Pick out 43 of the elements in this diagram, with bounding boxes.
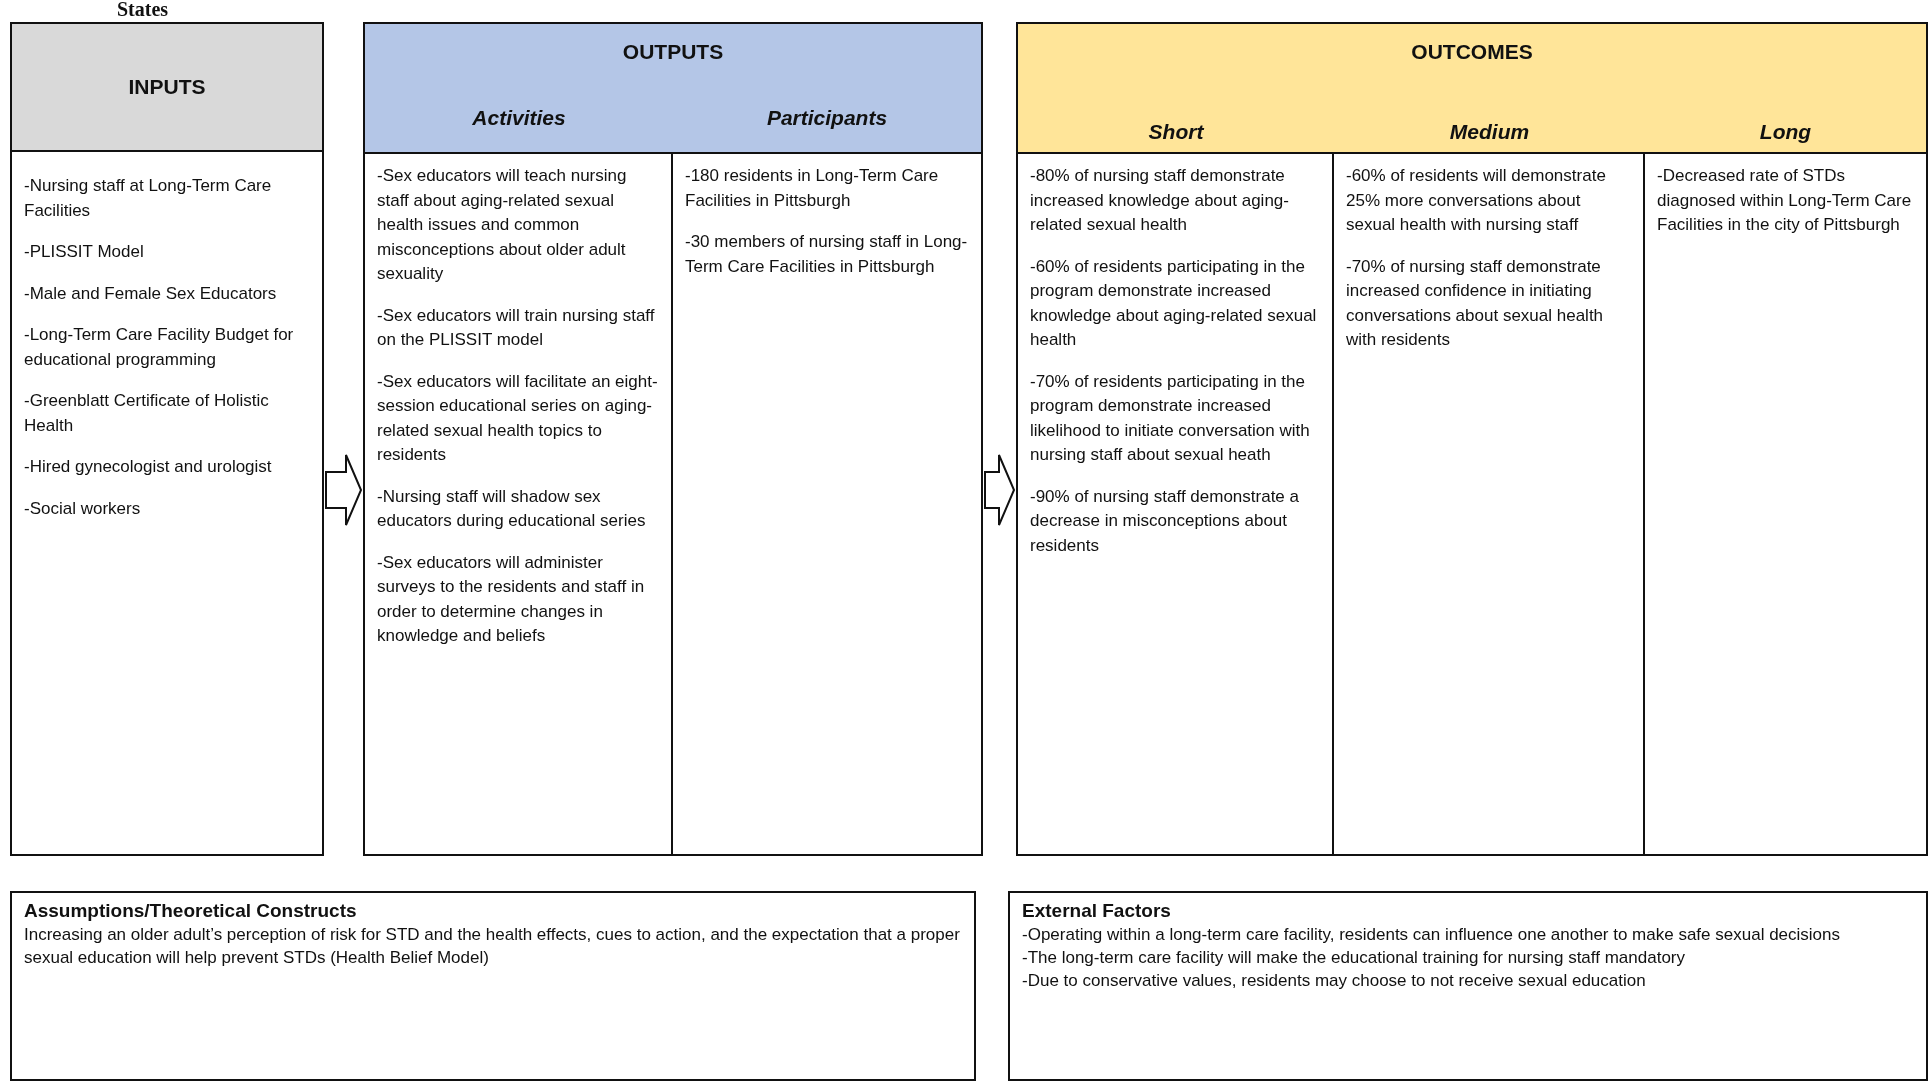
list-item: -80% of nursing staff demonstrate increased knowledge about aging-related sexual health bbox=[1030, 165, 1290, 236]
list-item: -Decreased rate of STDs diagnosed within Long-Term Care Facilities in the city of Pittsburgh bbox=[1657, 165, 1913, 236]
column-subheading: Long bbox=[1758, 119, 1813, 145]
column-heading: OUTCOMES bbox=[1410, 39, 1534, 65]
text-panel bbox=[10, 891, 976, 1081]
list-item: -Male and Female Sex Educators bbox=[24, 282, 278, 305]
paragraph: Increasing an older adult’s perception of risk for STD and the health effects, cues to action, and the expectation that a proper sexual education will help prevent STDs (Health Belief Model) bbox=[24, 924, 961, 969]
column-subheading: Short bbox=[1147, 119, 1205, 145]
panel-heading: External Factors bbox=[1022, 899, 1172, 923]
column-group-panel bbox=[363, 22, 983, 856]
paragraph: -Operating within a long-term care facility, residents can influence one another to make safe sexual decisions bbox=[1022, 924, 1841, 946]
list-item: -Sex educators will administer surveys to the residents and staff in order to determine changes in knowledge and beliefs bbox=[377, 551, 646, 647]
list-item: -60% of residents participating in the program demonstrate increased knowledge about aging-related sexual health bbox=[1030, 255, 1318, 351]
list-item: -Sex educators will facilitate an eight-session educational series on aging-related sexual health topics to residents bbox=[377, 370, 659, 466]
list-item: -70% of residents participating in the program demonstrate increased likelihood to initiate conversation with nursing staff about sexual heath bbox=[1030, 370, 1311, 466]
paragraph: -The long-term care facility will make the educational training for nursing staff mandatory bbox=[1022, 947, 1686, 969]
heading-fragment: States bbox=[117, 0, 169, 20]
column-subheading: Participants bbox=[765, 105, 889, 131]
list-item: -Nursing staff at Long-Term Care Facilities bbox=[24, 175, 273, 222]
list-item: -90% of nursing staff demonstrate a decrease in misconceptions about residents bbox=[1030, 485, 1300, 557]
list-item: -PLISSIT Model bbox=[24, 241, 145, 263]
list-item: -Nursing staff will shadow sex educators during educational series bbox=[377, 485, 647, 532]
panel-heading: Assumptions/Theoretical Constructs bbox=[24, 899, 358, 923]
list-item: -70% of nursing staff demonstrate increased confidence in initiating conversations about sexual health with residents bbox=[1346, 255, 1605, 351]
block-arrow bbox=[325, 454, 363, 526]
column-group-panel bbox=[1016, 22, 1928, 856]
table-column bbox=[10, 22, 324, 856]
paragraph: -Due to conservative values, residents may choose to not receive sexual education bbox=[1022, 970, 1647, 992]
list-item: -180 residents in Long-Term Care Facilities in Pittsburgh bbox=[685, 165, 940, 212]
list-item: -Sex educators will teach nursing staff about aging-related sexual health issues and common misconceptions about older adult sexuality bbox=[377, 165, 628, 285]
column-heading: OUTPUTS bbox=[621, 39, 725, 65]
list-item: -30 members of nursing staff in Long-Term Care Facilities in Pittsburgh bbox=[685, 231, 969, 278]
column-subheading: Activities bbox=[471, 105, 567, 131]
block-arrow bbox=[984, 454, 1016, 526]
column-heading: INPUTS bbox=[12, 24, 322, 150]
list-item: -Long-Term Care Facility Budget for educational programming bbox=[24, 324, 295, 371]
list-item: -60% of residents will demonstrate 25% more conversations about sexual health with nursing staff bbox=[1346, 165, 1607, 236]
list-item: -Greenblatt Certificate of Holistic Health bbox=[24, 390, 270, 437]
list-item: -Hired gynecologist and urologist bbox=[24, 456, 273, 478]
column-subheading: Medium bbox=[1448, 119, 1531, 145]
list-item: -Social workers bbox=[24, 497, 142, 520]
list-item: -Sex educators will train nursing staff on the PLISSIT model bbox=[377, 304, 656, 351]
text-panel bbox=[1008, 891, 1928, 1081]
